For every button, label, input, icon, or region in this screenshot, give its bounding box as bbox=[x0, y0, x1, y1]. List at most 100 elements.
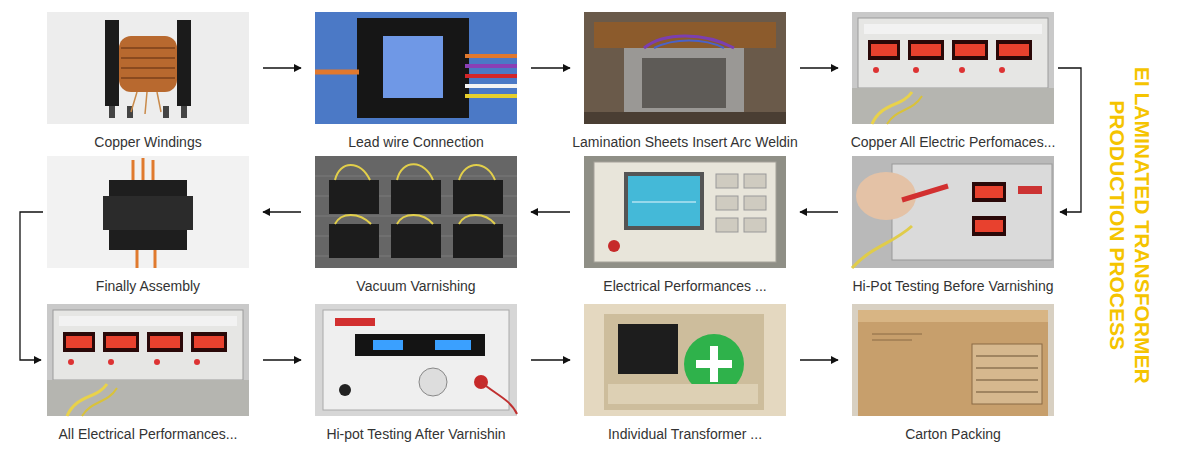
photo-detail bbox=[975, 220, 1003, 232]
photo-detail bbox=[716, 218, 738, 232]
photo-detail bbox=[137, 250, 155, 268]
photo-detail bbox=[335, 318, 375, 326]
photo-detail bbox=[1018, 186, 1042, 194]
photo-detail bbox=[339, 384, 351, 396]
photo-detail bbox=[604, 314, 764, 410]
photo-detail bbox=[872, 334, 922, 340]
photo-detail bbox=[453, 180, 503, 214]
final-assembly-photo bbox=[47, 156, 249, 268]
process-step: Lamination Sheets Insert Arc Weldin bbox=[584, 12, 786, 124]
photo-detail bbox=[177, 20, 191, 106]
carton-photo bbox=[852, 304, 1054, 416]
photo-detail bbox=[858, 310, 1048, 322]
photo-detail bbox=[608, 240, 620, 252]
vertical-title: EI LAMINATED TRANSFORMER PRODUCTION PROC… bbox=[1105, 40, 1155, 410]
flow-arrow bbox=[800, 67, 838, 68]
photo-detail bbox=[852, 304, 1054, 416]
process-step: Lead wire Connection bbox=[315, 12, 517, 124]
photo-detail bbox=[47, 12, 249, 124]
photo-detail bbox=[902, 186, 948, 200]
process-step: Electrical Performances ... bbox=[584, 156, 786, 268]
photo-detail bbox=[163, 106, 169, 118]
photo-detail bbox=[584, 112, 786, 124]
photo-detail bbox=[852, 156, 1054, 268]
hipot-before-photo bbox=[852, 156, 1054, 268]
process-step: Hi-Pot Testing Before Varnishing bbox=[852, 156, 1054, 268]
photo-detail bbox=[624, 172, 704, 230]
photo-detail bbox=[976, 356, 1038, 392]
photo-detail bbox=[584, 156, 786, 268]
photo-detail bbox=[335, 215, 495, 224]
flow-arrow bbox=[800, 211, 838, 212]
process-step: Vacuum Varnishing bbox=[315, 156, 517, 268]
photo-detail bbox=[323, 310, 509, 410]
photo-detail bbox=[744, 174, 766, 188]
photo-detail bbox=[892, 164, 1052, 260]
process-step: Individual Transformer ... bbox=[584, 304, 786, 416]
process-step: All Electrical Performances... bbox=[47, 304, 249, 416]
step-caption: Finally Assembly bbox=[96, 277, 200, 295]
photo-detail bbox=[391, 224, 441, 258]
photo-detail bbox=[642, 58, 726, 108]
step-caption: All Electrical Performances... bbox=[59, 425, 238, 443]
photo-detail bbox=[624, 48, 744, 118]
photo-detail bbox=[103, 196, 193, 230]
photo-detail bbox=[435, 340, 471, 350]
process-step: Copper All Electric Perfomaces... bbox=[852, 12, 1054, 124]
photo-detail bbox=[465, 84, 517, 88]
step-caption: Hi-pot Testing After Varnishin bbox=[326, 425, 505, 443]
photo-detail bbox=[654, 41, 724, 49]
photo-detail bbox=[315, 156, 517, 268]
step-caption: Individual Transformer ... bbox=[608, 425, 762, 443]
photo-detail bbox=[716, 174, 738, 188]
photo-detail bbox=[119, 36, 177, 92]
photo-detail bbox=[335, 164, 495, 180]
photo-detail bbox=[584, 304, 786, 416]
flow-arrow bbox=[1058, 68, 1081, 212]
copper-windings-photo bbox=[47, 12, 249, 124]
step-caption: Lead wire Connection bbox=[348, 133, 483, 151]
photo-detail bbox=[744, 218, 766, 232]
photo-detail bbox=[315, 304, 517, 416]
tester-photo bbox=[852, 12, 1054, 124]
photo-detail bbox=[465, 74, 517, 78]
flow-arrow bbox=[263, 211, 301, 212]
photo-detail bbox=[696, 360, 732, 368]
individual-packing-photo bbox=[584, 304, 786, 416]
photo-detail bbox=[329, 224, 379, 258]
step-caption: Vacuum Varnishing bbox=[356, 277, 475, 295]
photo-detail bbox=[972, 344, 1042, 404]
step-caption: Electrical Performances ... bbox=[603, 277, 766, 295]
photo-detail bbox=[852, 226, 912, 268]
flow-arrow bbox=[531, 359, 570, 360]
step-caption: Hi-Pot Testing Before Varnishing bbox=[852, 277, 1053, 295]
photo-detail bbox=[315, 70, 359, 75]
step-caption: Carton Packing bbox=[905, 425, 1001, 443]
photo-detail bbox=[121, 48, 175, 78]
vacuum-varnishing-photo bbox=[315, 156, 517, 268]
photo-detail bbox=[618, 324, 678, 374]
flow-arrow bbox=[531, 211, 570, 212]
photo-detail bbox=[716, 196, 738, 210]
photo-detail bbox=[481, 382, 517, 414]
photo-detail bbox=[594, 22, 776, 48]
photo-detail bbox=[644, 36, 734, 48]
photo-detail bbox=[453, 224, 503, 258]
photo-detail bbox=[383, 36, 443, 98]
photo-detail bbox=[133, 158, 153, 180]
photo-detail bbox=[373, 340, 403, 350]
photo-detail bbox=[744, 196, 766, 210]
flow-arrow bbox=[263, 67, 301, 68]
photo-detail bbox=[858, 318, 1048, 416]
photo-detail bbox=[465, 54, 517, 58]
flow-arrow bbox=[20, 212, 43, 360]
photo-detail bbox=[628, 176, 700, 226]
photo-detail bbox=[109, 106, 115, 118]
photo-detail bbox=[391, 180, 441, 214]
photo-detail bbox=[47, 156, 249, 268]
photo-detail bbox=[465, 94, 517, 98]
flow-arrow bbox=[263, 359, 301, 360]
photo-detail bbox=[357, 18, 469, 118]
welding-photo bbox=[584, 12, 786, 124]
